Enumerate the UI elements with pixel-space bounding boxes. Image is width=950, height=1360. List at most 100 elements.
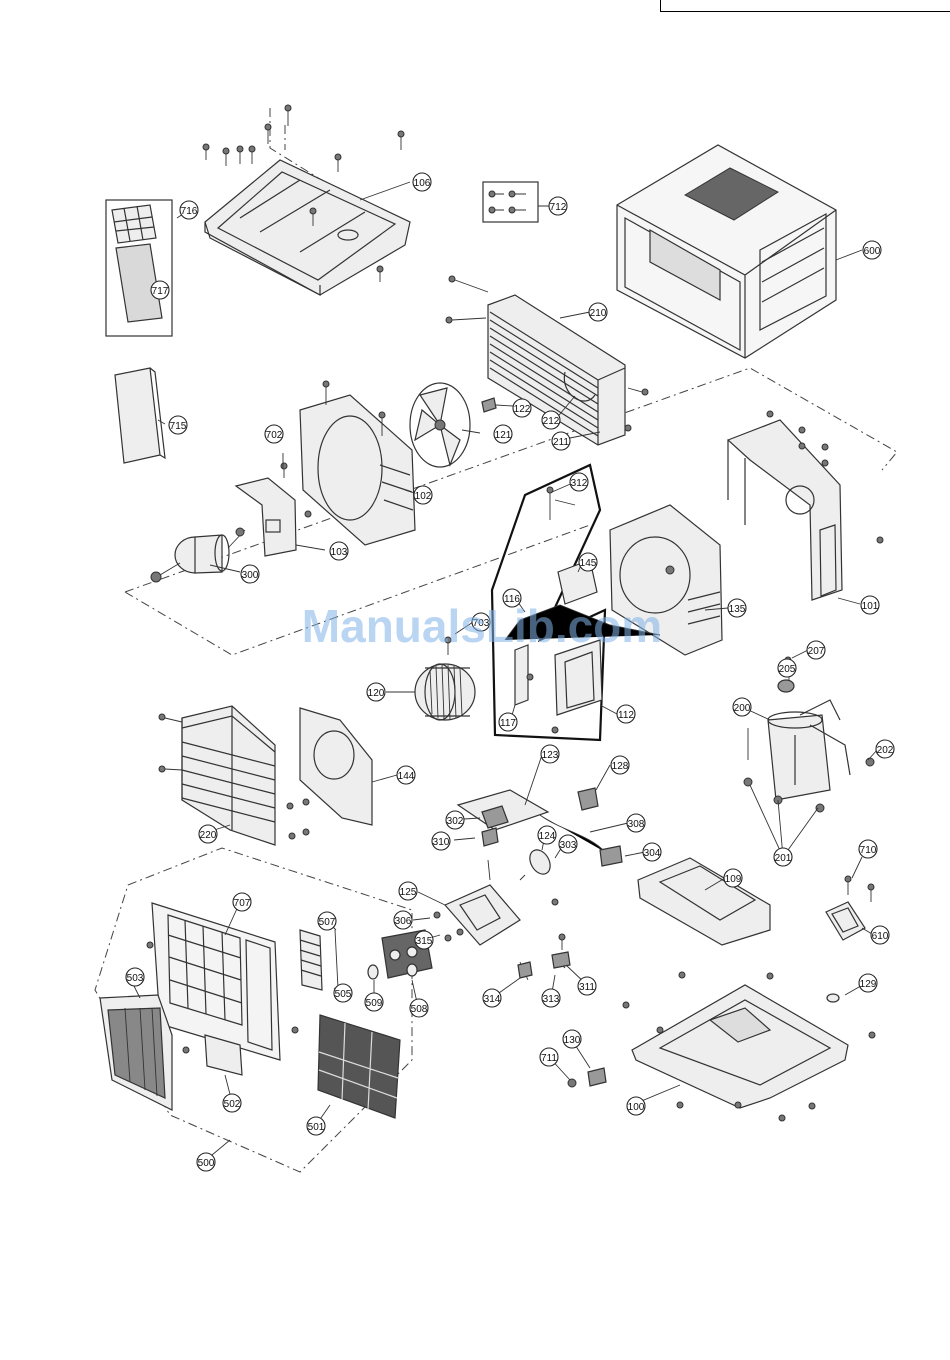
callout-313: 313 xyxy=(542,989,560,1007)
louver-507-505 xyxy=(300,930,338,990)
callout-label: 220 xyxy=(200,830,217,841)
callout-label: 122 xyxy=(514,404,531,415)
callout-label: 129 xyxy=(860,979,877,990)
callout-label: 501 xyxy=(308,1122,325,1133)
screw-kit-box xyxy=(483,182,538,222)
callout-label: 509 xyxy=(366,998,383,1009)
callout-label: 500 xyxy=(198,1158,215,1169)
callout-103: 103 xyxy=(330,542,348,560)
callout-label: 201 xyxy=(775,853,792,864)
callout-207: 207 xyxy=(807,641,825,659)
top-panel-106 xyxy=(205,160,410,295)
callout-129: 129 xyxy=(859,974,877,992)
callout-label: 711 xyxy=(541,1053,557,1064)
callout-145: 145 xyxy=(579,553,597,571)
callout-310: 310 xyxy=(432,832,450,850)
callout-101: 101 xyxy=(861,596,879,614)
callout-212: 212 xyxy=(542,411,560,429)
callout-label: 210 xyxy=(590,308,607,319)
callout-314: 314 xyxy=(483,989,501,1007)
callout-label: 717 xyxy=(152,286,169,297)
callout-label: 121 xyxy=(495,430,512,441)
callout-label: 101 xyxy=(862,601,879,612)
callout-109: 109 xyxy=(724,869,742,887)
fan-motor-300 xyxy=(151,528,245,582)
callout-306: 306 xyxy=(394,911,412,929)
callout-505: 505 xyxy=(334,984,352,1002)
callout-label: 200 xyxy=(734,703,751,714)
callout-label: 707 xyxy=(234,898,251,909)
callout-211: 211 xyxy=(552,432,570,450)
orifice-panel-144 xyxy=(300,708,372,825)
switch-parts-311-313-314 xyxy=(518,934,570,980)
callout-label: 715 xyxy=(170,421,187,432)
callout-label: 109 xyxy=(725,874,742,885)
callout-501: 501 xyxy=(307,1117,325,1135)
callout-130: 130 xyxy=(563,1030,581,1048)
base-pan-100 xyxy=(623,972,875,1121)
callout-label: 112 xyxy=(618,710,634,721)
callout-102: 102 xyxy=(414,486,432,504)
callout-label: 716 xyxy=(181,206,198,217)
callout-303: 303 xyxy=(559,835,577,853)
callout-610: 610 xyxy=(871,926,889,944)
callout-label: 117 xyxy=(500,718,516,729)
callout-label: 710 xyxy=(860,845,877,856)
callout-label: 100 xyxy=(628,1102,645,1113)
callout-label: 211 xyxy=(553,437,569,448)
callout-509: 509 xyxy=(365,993,383,1011)
callout-500: 500 xyxy=(197,1153,215,1171)
callout-label: 145 xyxy=(580,558,597,569)
callout-124: 124 xyxy=(538,826,556,844)
callout-label: 304 xyxy=(644,848,661,859)
callout-label: 128 xyxy=(612,761,629,772)
callout-144: 144 xyxy=(397,766,415,784)
callout-label: 302 xyxy=(447,816,464,827)
callout-label: 212 xyxy=(543,416,560,427)
callout-label: 313 xyxy=(543,994,560,1005)
callout-125: 125 xyxy=(399,882,417,900)
callout-502: 502 xyxy=(223,1094,241,1112)
callout-label: 502 xyxy=(224,1099,241,1110)
front-grille-503 xyxy=(100,995,172,1110)
callout-label: 130 xyxy=(564,1035,581,1046)
callout-508: 508 xyxy=(410,999,428,1017)
callout-label: 702 xyxy=(266,430,283,441)
callout-label: 508 xyxy=(411,1004,428,1015)
compressor-200 xyxy=(744,657,874,812)
motor-bracket-103 xyxy=(236,463,311,556)
callout-121: 121 xyxy=(494,425,512,443)
callout-117: 117 xyxy=(499,713,517,731)
cabinet-600 xyxy=(617,145,836,358)
callout-716: 716 xyxy=(180,201,198,219)
drain-pan-109 xyxy=(638,858,770,945)
callout-200: 200 xyxy=(733,698,751,716)
callout-201: 201 xyxy=(774,848,792,866)
callout-label: 507 xyxy=(319,917,336,928)
callout-712: 712 xyxy=(549,197,567,215)
callout-312: 312 xyxy=(570,473,588,491)
callout-300: 300 xyxy=(241,565,259,583)
callout-label: 311 xyxy=(579,982,595,993)
callout-304: 304 xyxy=(643,843,661,861)
callout-707: 707 xyxy=(233,893,251,911)
evaporator-coil-220 xyxy=(159,706,309,845)
instruction-manual xyxy=(115,368,165,463)
callout-label: 207 xyxy=(808,646,825,657)
callout-311: 311 xyxy=(578,977,596,995)
callout-715: 715 xyxy=(169,416,187,434)
callout-210: 210 xyxy=(589,303,607,321)
callout-100: 100 xyxy=(627,1097,645,1115)
callout-702: 702 xyxy=(265,425,283,443)
watermark-text: ManualsLib.com xyxy=(302,600,662,652)
partition-101 xyxy=(728,411,883,600)
callout-220: 220 xyxy=(199,825,217,843)
callout-label: 125 xyxy=(400,887,417,898)
callout-label: 135 xyxy=(729,604,746,615)
callout-label: 202 xyxy=(877,745,894,756)
propeller-fan-121 xyxy=(410,383,496,467)
callout-202: 202 xyxy=(876,740,894,758)
parts-130-711 xyxy=(568,1068,606,1087)
callout-711: 711 xyxy=(540,1048,558,1066)
